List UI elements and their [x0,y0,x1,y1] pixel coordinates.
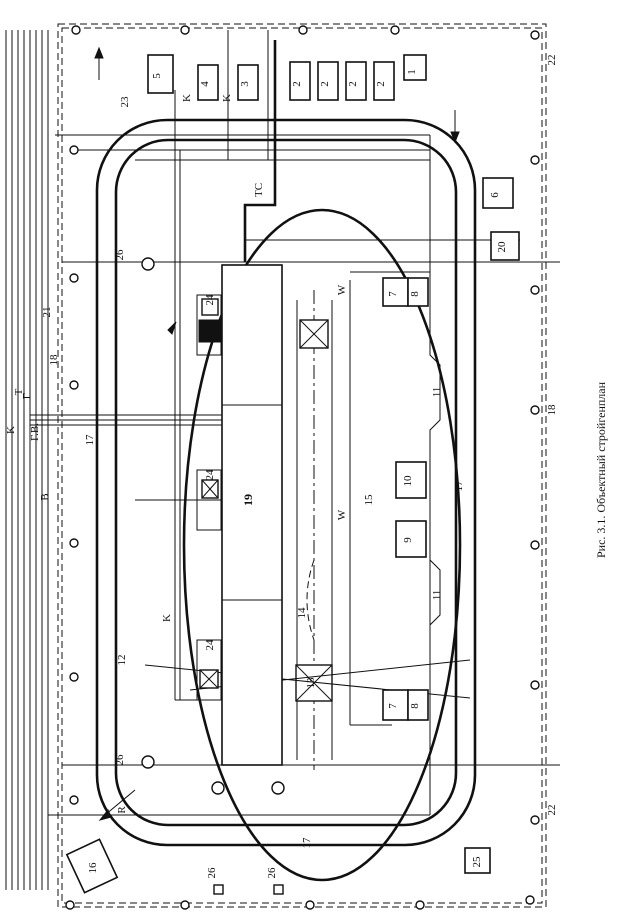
label-gv: Г.В. [29,423,41,441]
label-6: 6 [489,192,501,198]
label-2d: 2 [375,81,387,87]
label-2a: 2 [291,81,303,87]
label-26b: 26 [114,754,126,766]
label-w2: W [336,509,348,520]
label-14: 14 [296,607,308,619]
label-17a: 17 [84,434,96,446]
label-22b: 22 [546,805,558,816]
label-k2: K [181,94,193,102]
label-25: 25 [471,856,483,868]
label-21: 21 [41,307,53,318]
tc-line [243,40,277,262]
label-26d: 26 [266,867,278,879]
label-20: 20 [496,241,508,253]
label-tc: TC [253,183,265,197]
label-26c: 26 [206,867,218,879]
label-w1: W [336,284,348,295]
label-9: 9 [402,537,414,543]
label-7b: 7 [387,703,399,709]
label-17c: 17 [301,837,313,849]
label-13: 13 [305,677,317,689]
label-26a: 26 [114,249,126,261]
label-23: 23 [119,96,131,108]
label-k4: K [161,614,173,622]
label-2b: 2 [319,81,331,87]
label-1: 1 [406,69,418,75]
label-10: 10 [402,475,414,487]
label-15: 15 [363,494,375,506]
label-v: B [39,493,51,500]
temporary-road [95,118,477,847]
label-2c: 2 [347,81,359,87]
label-4: 4 [199,81,211,87]
label-24a: 24 [204,294,216,306]
figure-caption: Рис. 3.1. Объектный стройгенплан [594,381,608,558]
label-17b: 17 [453,480,465,492]
building-19: 19 [221,264,283,766]
label-3: 3 [239,81,251,87]
building-label: 19 [241,494,255,506]
label-18a: 18 [48,354,60,366]
label-k3: K [221,94,233,102]
storage-area-15 [350,271,441,690]
label-12: 12 [116,655,128,666]
zone-labels: 1 2 2 2 2 3 4 5 6 20 7 8 7 8 9 10 11 11 … [41,55,558,879]
label-g: Г [21,393,33,399]
label-8a: 8 [409,291,421,297]
site-fence [57,23,547,908]
label-16: 16 [87,862,99,874]
site-facilities [65,54,520,894]
utility-labels: K T Г Г.В. B K K K TC W W R [5,94,348,814]
label-18b: 18 [546,404,558,416]
tower-crane-13 [144,659,471,702]
label-r: R [116,806,128,814]
label-11b: 11 [431,590,443,601]
crane-zone-ellipse [182,208,462,882]
lighting-posts [65,25,540,910]
water-line [244,239,520,262]
label-8b: 8 [409,703,421,709]
label-t: T [13,388,25,395]
external-utility-lines [5,30,49,890]
label-7a: 7 [387,291,399,297]
label-5: 5 [151,73,163,79]
traffic-arrows [94,46,460,821]
label-24c: 24 [204,639,216,651]
label-11a: 11 [431,387,443,398]
label-22a: 22 [546,55,558,66]
hoists-24 [196,294,222,701]
label-24b: 24 [204,469,216,481]
label-k1: K [5,426,17,434]
